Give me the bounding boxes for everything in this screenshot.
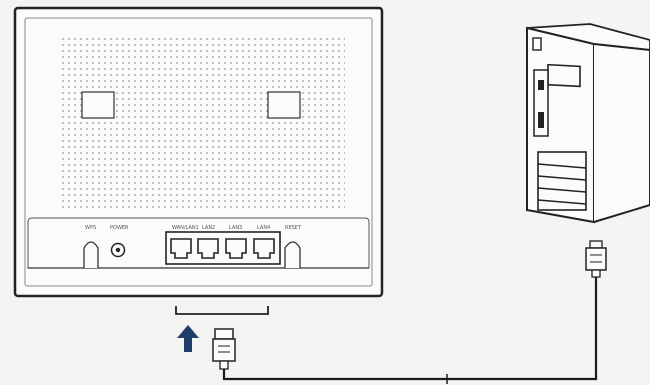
pc-ethernet-plug-icon <box>585 240 607 278</box>
pc-front-panel <box>533 69 549 137</box>
port-label-lan3: LAN3 <box>229 225 242 231</box>
port-label-wan-lan1: WAN/LAN1 <box>172 225 199 231</box>
wps-button[interactable] <box>83 241 99 268</box>
reset-button[interactable] <box>284 241 301 268</box>
pc-tower <box>526 23 650 224</box>
ethernet-port-lan2[interactable] <box>197 238 219 259</box>
ethernet-port-lan3[interactable] <box>225 238 247 259</box>
pc-vent <box>537 151 587 211</box>
port-panel <box>27 217 370 269</box>
port-bracket <box>175 306 269 315</box>
ethernet-port-block <box>165 231 281 265</box>
pc-power-button[interactable] <box>532 37 542 51</box>
port-label-lan2: LAN2 <box>202 225 215 231</box>
router-inner-panel <box>24 17 373 287</box>
pc-front-port-1 <box>538 80 544 90</box>
pc-front-port-2 <box>538 112 544 128</box>
router: WPS POWER WAN/LAN1 LAN2 LAN3 LAN4 RESET <box>13 6 384 298</box>
ethernet-port-wan-lan1[interactable] <box>170 238 192 259</box>
pc-drive-bay <box>547 63 581 88</box>
up-arrow-icon <box>177 325 199 352</box>
wall-mount-slot-left <box>81 91 115 119</box>
wall-mount-slot-right <box>267 91 301 119</box>
power-socket-pin <box>115 247 121 253</box>
port-label-wps: WPS <box>85 225 96 231</box>
ethernet-cable <box>222 276 598 381</box>
router-vent-grille <box>60 38 345 210</box>
port-label-lan4: LAN4 <box>257 225 270 231</box>
ethernet-plug-icon <box>212 328 236 370</box>
port-label-reset: RESET <box>285 225 302 231</box>
pc-side-face <box>593 43 650 223</box>
ethernet-port-lan4[interactable] <box>253 238 275 259</box>
port-label-power: POWER <box>110 225 129 231</box>
